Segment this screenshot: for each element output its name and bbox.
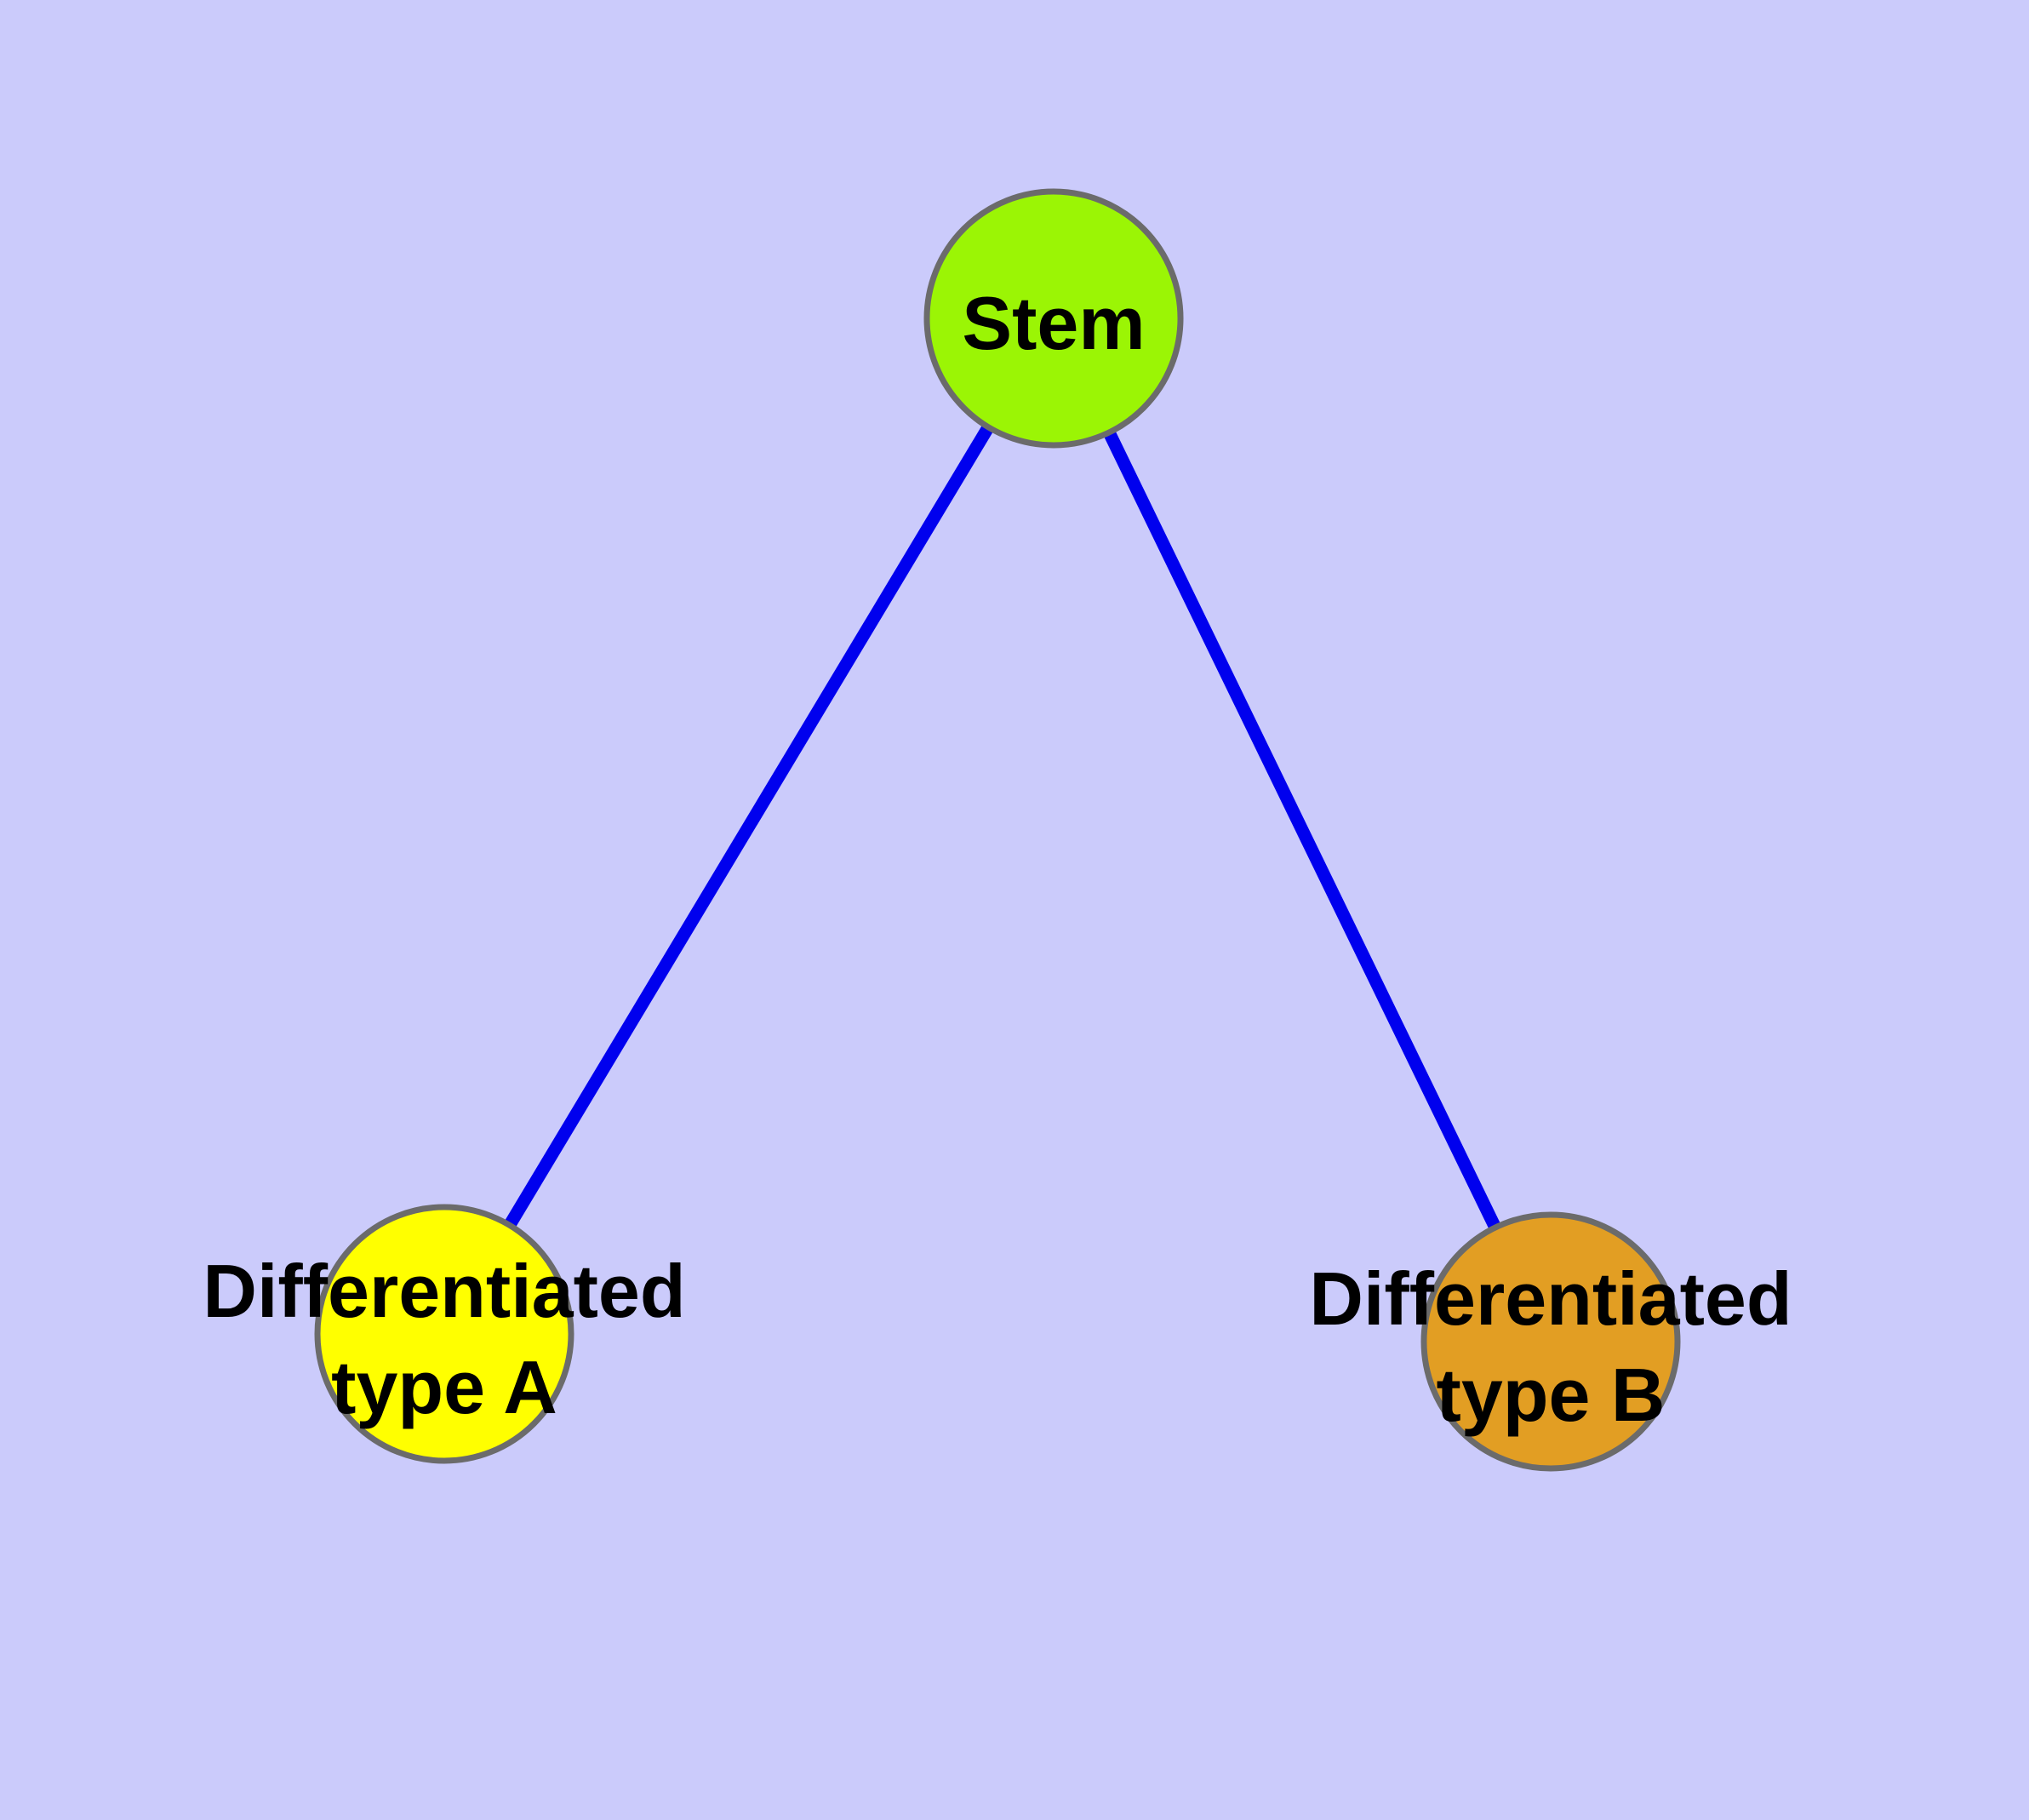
edge-stem-to-type-a	[438, 315, 1060, 1337]
edges	[438, 315, 1557, 1345]
node-type-b-label-line1: Differentiated	[1309, 1256, 1792, 1341]
node-differentiated-type-b: Differentiated type B	[1309, 1211, 1792, 1472]
node-type-b-circle	[1420, 1211, 1681, 1472]
edge-stem-to-type-b	[1048, 315, 1557, 1345]
node-stem: Stem	[923, 188, 1184, 449]
node-type-a-label-line1: Differentiated	[203, 1249, 685, 1333]
node-stem-label: Stem	[962, 281, 1145, 365]
node-differentiated-type-a: Differentiated type A	[203, 1204, 686, 1464]
node-type-a-circle	[314, 1204, 574, 1464]
node-type-a-label-line2: type A	[331, 1345, 557, 1429]
node-stem-circle	[923, 188, 1184, 449]
node-type-b-label-line2: type B	[1437, 1353, 1666, 1437]
